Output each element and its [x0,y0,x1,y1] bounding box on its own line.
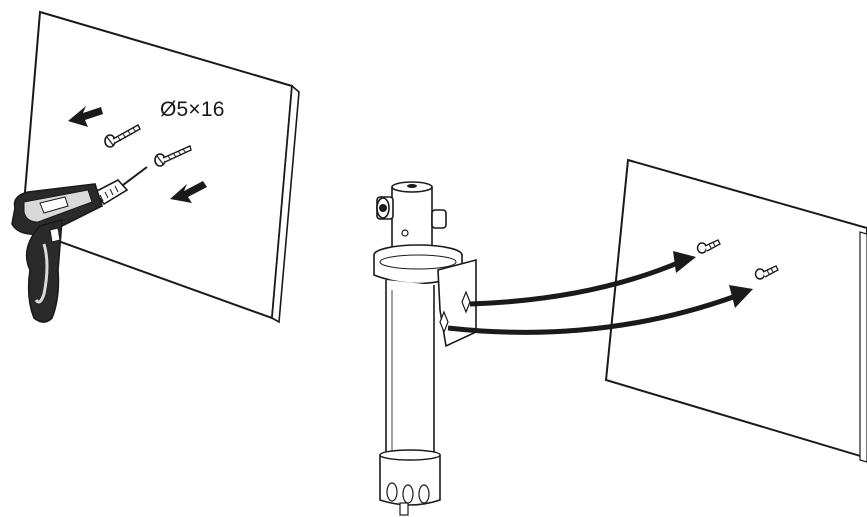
left-wall-panel [22,12,299,322]
water-filter-unit-icon [374,182,476,515]
screw-size-label: Ø5×16 [160,98,225,122]
right-wall-panel [606,160,867,462]
